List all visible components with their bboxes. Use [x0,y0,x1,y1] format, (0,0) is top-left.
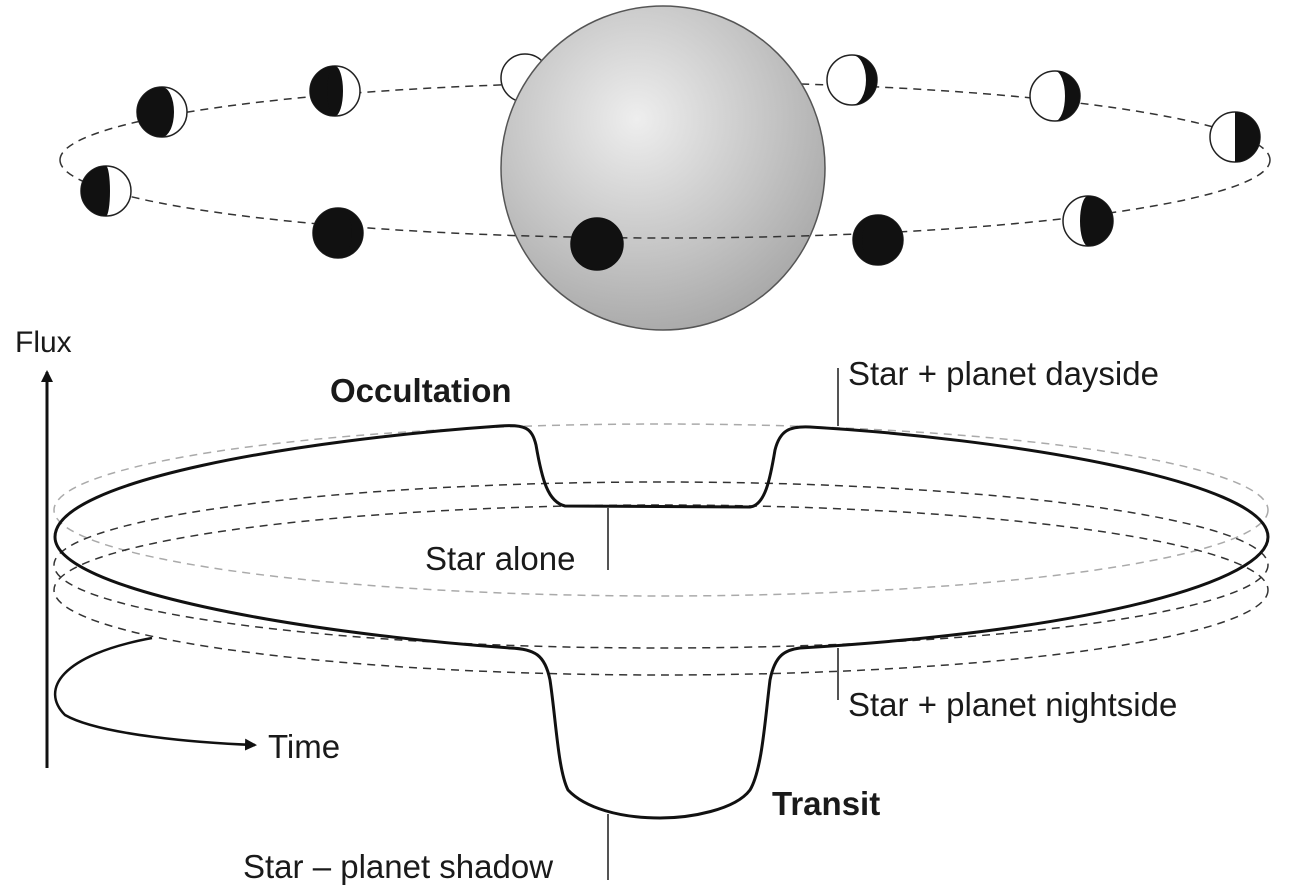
dayside-level-ellipse [53,423,1269,597]
light-curve-group [53,423,1270,820]
planet-front-4 [852,214,904,266]
planet-back-6 [1209,111,1261,163]
star-alone-label: Star alone [425,540,575,577]
nightside-label: Star + planet nightside [848,686,1177,723]
flux-curve [53,424,1270,820]
planet-front-2 [312,207,364,259]
time-label: Time [268,728,340,765]
planet-back-4 [826,54,878,106]
dayside-label: Star + planet dayside [848,355,1159,392]
star [500,5,826,331]
orbit-path-front [59,159,1271,239]
planet-front-1 [80,165,132,217]
time-arrow [53,636,257,751]
orbit-group [59,5,1271,331]
planet-back-2 [309,65,361,117]
planet-front-5 [1062,195,1114,247]
nightside-level-ellipse [53,504,1269,676]
shadow-label: Star – planet shadow [243,848,553,885]
planet-back-1 [136,86,188,138]
star-alone-ellipse [53,481,1269,649]
flux-axis-label: Flux [15,326,72,359]
planet-front-transit [570,217,624,271]
occultation-label: Occultation [330,372,512,409]
transit-label: Transit [772,785,880,822]
planet-back-5 [1029,70,1081,122]
